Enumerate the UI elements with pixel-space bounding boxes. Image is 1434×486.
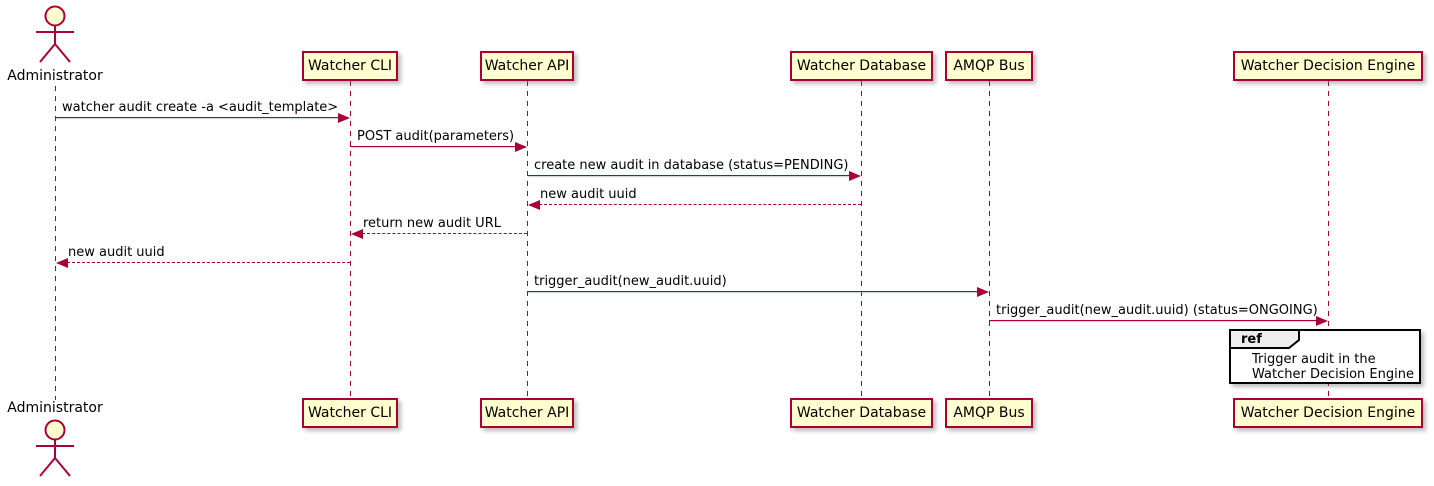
- participant-box-watcher-decision-engine-top: Watcher Decision Engine: [1233, 51, 1423, 81]
- message-6-line: [67, 262, 350, 263]
- actor-administrator-label-top: Administrator: [7, 68, 103, 84]
- lifeline-watcher-database: [861, 81, 862, 397]
- participant-label: Watcher API: [484, 405, 570, 421]
- message-2-label: POST audit(parameters): [357, 129, 515, 144]
- message-4-label: new audit uuid: [540, 187, 637, 202]
- participant-label: Watcher Database: [796, 58, 927, 74]
- lifeline-watcher-decision-engine: [1328, 81, 1329, 397]
- participant-box-watcher-database-top: Watcher Database: [790, 51, 933, 81]
- ref-text-line-2: Watcher Decision Engine: [1252, 367, 1414, 382]
- participant-box-amqp-bus-top: AMQP Bus: [945, 51, 1033, 81]
- participant-box-watcher-database-bottom: Watcher Database: [790, 398, 933, 428]
- participant-box-watcher-api-top: Watcher API: [480, 51, 574, 81]
- message-5-line: [362, 233, 527, 234]
- ref-text-line-1: Trigger audit in the: [1252, 352, 1376, 367]
- actor-administrator-icon-bottom: [36, 419, 74, 477]
- participant-box-watcher-cli-bottom: Watcher CLI: [302, 398, 398, 428]
- lifeline-watcher-api: [527, 81, 528, 397]
- lifeline-watcher-cli: [350, 81, 351, 397]
- message-1-line: [55, 117, 339, 118]
- participant-label: Watcher Database: [796, 405, 927, 421]
- participant-box-watcher-decision-engine-bottom: Watcher Decision Engine: [1233, 398, 1423, 428]
- participant-label: Watcher CLI: [307, 405, 393, 421]
- lifeline-amqp-bus: [989, 81, 990, 397]
- message-3-arrowhead: [849, 171, 861, 181]
- message-3-line: [527, 175, 850, 176]
- message-3-label: create new audit in database (status=PEN…: [534, 158, 849, 173]
- participant-label: Watcher Decision Engine: [1240, 58, 1416, 74]
- message-7-arrowhead: [977, 287, 989, 297]
- message-5-arrowhead: [351, 229, 363, 239]
- message-6-label: new audit uuid: [68, 245, 165, 260]
- message-6-arrowhead: [56, 258, 68, 268]
- actor-administrator-icon: [36, 5, 74, 63]
- participant-box-watcher-cli-top: Watcher CLI: [302, 51, 398, 81]
- participant-label: AMQP Bus: [953, 58, 1025, 74]
- message-2-arrowhead: [515, 142, 527, 152]
- message-7-label: trigger_audit(new_audit.uuid): [534, 274, 727, 289]
- participant-box-amqp-bus-bottom: AMQP Bus: [945, 398, 1033, 428]
- message-7-line: [527, 291, 978, 292]
- ref-keyword: ref: [1241, 332, 1262, 347]
- message-4-arrowhead: [528, 200, 540, 210]
- message-8-line: [989, 320, 1317, 321]
- participant-label: Watcher API: [484, 58, 570, 74]
- participant-label: Watcher Decision Engine: [1240, 405, 1416, 421]
- participant-box-watcher-api-bottom: Watcher API: [480, 398, 574, 428]
- actor-administrator-label-bottom: Administrator: [7, 400, 103, 416]
- ref-header-pentagon: [1229, 329, 1300, 349]
- message-2-line: [350, 146, 516, 147]
- message-8-label: trigger_audit(new_audit.uuid) (status=ON…: [996, 303, 1318, 318]
- message-5-label: return new audit URL: [363, 216, 501, 231]
- message-4-line: [539, 204, 861, 205]
- participant-label: Watcher CLI: [307, 58, 393, 74]
- message-8-arrowhead: [1316, 316, 1328, 326]
- lifeline-administrator: [55, 86, 56, 400]
- ref-fragment: ref Trigger audit in the Watcher Decisio…: [1229, 329, 1421, 384]
- message-1-arrowhead: [338, 113, 350, 123]
- participant-label: AMQP Bus: [953, 405, 1025, 421]
- message-1-label: watcher audit create -a <audit_template>: [62, 100, 339, 115]
